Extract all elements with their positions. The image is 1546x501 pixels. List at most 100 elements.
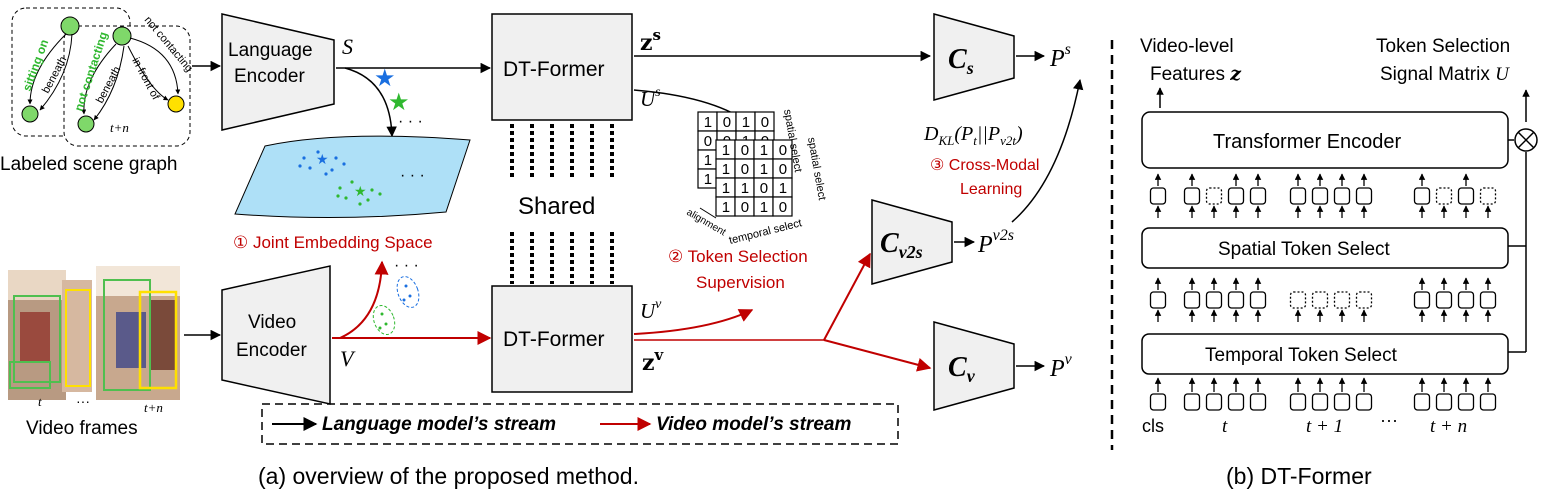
token-selection-label-1: ② Token Selection <box>668 247 808 266</box>
token <box>1227 187 1245 205</box>
token <box>1149 393 1167 411</box>
token <box>1205 393 1223 411</box>
token-sel-label-1: Token Selection <box>1376 36 1510 57</box>
graph-node <box>77 115 95 133</box>
classifier-cs: Cs <box>933 13 1015 101</box>
star-blue-icon: ★ <box>374 65 396 92</box>
video-frames: t ··· t+n Video frames <box>8 266 180 439</box>
token <box>1183 291 1201 309</box>
token <box>1289 187 1307 205</box>
matrix-cell: 1 <box>760 142 768 159</box>
classifier-cv: Cv <box>933 321 1015 411</box>
token <box>1249 393 1267 411</box>
token-dropped <box>1311 291 1329 309</box>
stars-ellipsis: · · · <box>398 113 423 130</box>
frame-t: t <box>38 394 42 409</box>
token <box>1311 187 1329 205</box>
token-selection-matrix: 10100010111011011010101011011010spatial … <box>685 108 828 246</box>
joint-embedding-space: ★ ★ · · · <box>234 135 471 219</box>
embedding-dots: · · · <box>400 167 425 184</box>
video-frames-label: Video frames <box>26 418 138 439</box>
matrix-cell: 1 <box>760 199 768 216</box>
axis-spatial-2: spatial select <box>805 136 828 201</box>
cross-modal-label-2: Learning <box>960 181 1022 198</box>
token <box>1205 291 1223 309</box>
matrix-cell: 1 <box>722 180 730 197</box>
matrix-cell: 1 <box>704 114 712 131</box>
legend-language-stream: Language model’s stream <box>322 414 556 435</box>
token-label-t: t <box>1222 416 1228 437</box>
svg-text:Cv: Cv <box>948 352 976 386</box>
token <box>1435 291 1453 309</box>
output-pv: Pv <box>1049 351 1073 382</box>
joint-embedding-label: ① Joint Embedding Space <box>233 233 433 252</box>
frame-tn: t+n <box>144 400 163 415</box>
svg-text:Cv2s: Cv2s <box>880 228 923 262</box>
kl-divergence: DKL(Pt||Pv2t) <box>923 123 1023 148</box>
token-selection-label-2: Supervision <box>696 273 785 292</box>
matrix-cell: 0 <box>723 114 731 131</box>
transformer-encoder-label: Transformer Encoder <box>1213 131 1402 153</box>
dt-former-top-label: DT-Former <box>503 58 605 81</box>
token <box>1457 187 1475 205</box>
matrix-cell: 1 <box>741 180 749 197</box>
token <box>1333 187 1351 205</box>
dt-former-top: DT-Former <box>491 13 633 121</box>
spatial-token-select-label: Spatial Token Select <box>1218 239 1391 260</box>
legend-video-stream: Video model’s stream <box>656 414 851 435</box>
token <box>1289 393 1307 411</box>
symbol-s: S <box>342 34 353 59</box>
matrix-cell: 0 <box>779 199 787 216</box>
caption-b: (b) DT-Former <box>1226 463 1372 489</box>
matrix-cell: 1 <box>760 161 768 178</box>
token <box>1249 187 1267 205</box>
token-dropped <box>1479 187 1497 205</box>
shared-label: Shared <box>518 193 595 220</box>
token <box>1311 393 1329 411</box>
matrix-cell: 1 <box>722 142 730 159</box>
graph-node <box>112 26 132 46</box>
legend: Language model’s stream Video model’s st… <box>261 403 899 445</box>
scene-graph-time: t+n <box>110 120 129 135</box>
token <box>1355 393 1373 411</box>
video-encoder-line1: Video <box>248 312 296 333</box>
token <box>1413 187 1431 205</box>
matrix-cell: 0 <box>761 114 769 131</box>
matrix-cell: 1 <box>779 180 787 197</box>
dt-former-detail: Video-level Features z Token Selection S… <box>1140 36 1538 437</box>
graph-node <box>60 16 80 36</box>
symbol-zv: zv <box>642 346 665 376</box>
blue-star-icon: ★ <box>316 151 329 167</box>
matrix-cell: 1 <box>722 161 730 178</box>
token <box>1413 393 1431 411</box>
symbol-us: Us <box>640 85 661 111</box>
dt-former-bottom: DT-Former <box>491 285 633 393</box>
spatial-token-select-block <box>1141 227 1509 269</box>
video-level-label-2: Features z <box>1150 63 1242 85</box>
token-label-dots: ··· <box>1380 410 1398 430</box>
matrix-cell: 0 <box>760 180 768 197</box>
graph-node <box>21 105 39 123</box>
token <box>1183 187 1201 205</box>
token-dropped <box>1333 291 1351 309</box>
matrix-cell: 0 <box>779 142 787 159</box>
token <box>1333 393 1351 411</box>
token <box>1249 291 1267 309</box>
axis-temporal: temporal select <box>728 217 803 247</box>
token-dropped <box>1355 291 1373 309</box>
token <box>1479 291 1497 309</box>
star-green-icon: ★ <box>388 89 410 116</box>
token <box>1479 393 1497 411</box>
language-encoder: Language Encoder <box>221 13 335 131</box>
token <box>1457 291 1475 309</box>
frame-dots: ··· <box>76 393 90 409</box>
token-dropped <box>1435 187 1453 205</box>
matrix-cell: 1 <box>704 171 712 188</box>
output-pv2s: Pv2s <box>977 227 1014 258</box>
matrix-cell: 0 <box>741 161 749 178</box>
matrix-cell: 1 <box>722 199 730 216</box>
video-level-label-1: Video-level <box>1140 36 1234 57</box>
matrix-cell: 0 <box>741 142 749 159</box>
output-ps: Ps <box>1049 41 1071 72</box>
